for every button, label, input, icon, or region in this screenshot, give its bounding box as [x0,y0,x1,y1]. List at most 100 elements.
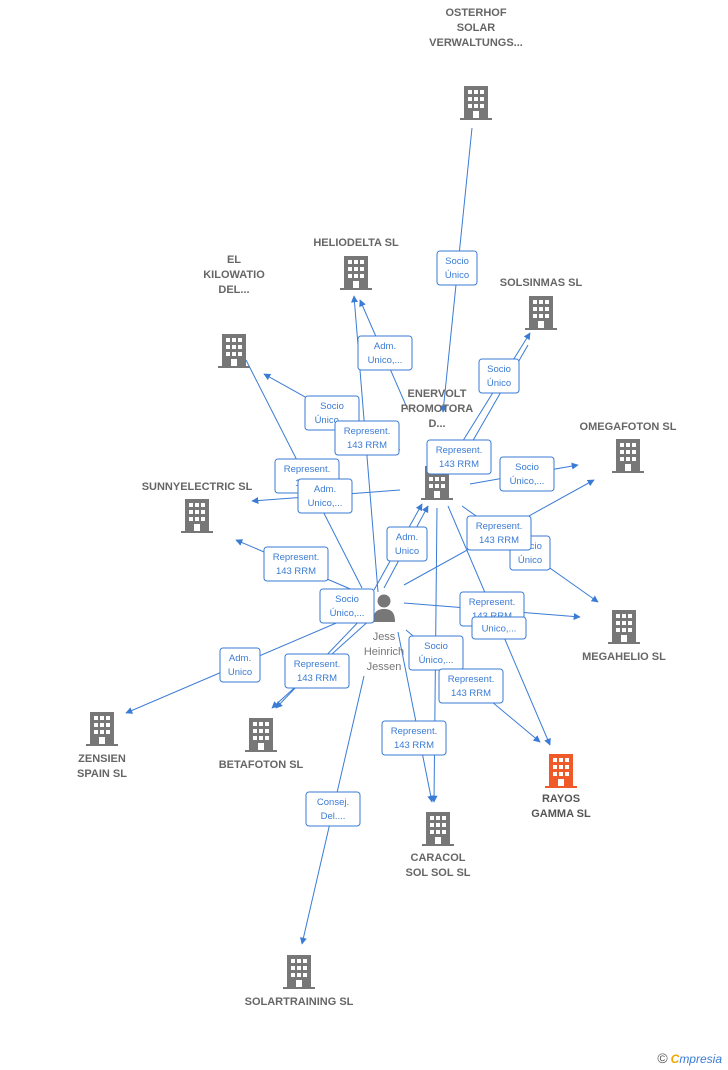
building-icon [340,256,372,290]
node-label-line: PROMOTORA [401,403,474,415]
edge-label-text: Único [518,555,542,566]
edge-label-box [219,647,261,683]
node-sunnyelectric[interactable]: SUNNYELECTRIC SL [142,481,253,533]
edge-label-text: Del.... [321,811,346,822]
edge-label-text: Socio [445,256,469,267]
node-label-line: KILOWATIO [203,269,265,281]
edge-label-text: Unico,... [368,355,403,366]
edge-label-text: Represent. [344,426,390,437]
node-solsinmas[interactable]: SOLSINMAS SL [500,277,583,330]
edge-label-box [438,668,504,704]
edge-label[interactable]: Adm. Unico,... [357,335,413,371]
node-label-line: D... [428,418,445,430]
copyright-footer: ©Cmpresia [657,1050,722,1066]
edge-label[interactable]: Represent.143 RRM [466,515,532,551]
edge-label-text: Unico,... [308,498,343,509]
node-label-line: SUNNYELECTRIC SL [142,481,253,493]
edge-label-text: Adm. [374,341,396,352]
edge-label-text: Consej. [317,797,349,808]
edge-label[interactable]: SocioÚnico,... [408,635,464,671]
building-icon [181,499,213,533]
node-label-line: SOLSINMAS SL [500,277,583,289]
edge-label-box [426,439,492,475]
edge-label[interactable]: Adm.Unico [219,647,261,683]
edge-label-text: 143 RRM [394,740,434,751]
node-heliodelta[interactable]: HELIODELTA SL [313,237,399,290]
building-icon [245,718,277,752]
edge-label[interactable]: Represent.143 RRM [263,546,329,582]
node-label-line: OSTERHOF [445,7,506,19]
node-megahelio[interactable]: MEGAHELIO SL [582,610,666,663]
node-label-line: VERWALTUNGS... [429,37,523,49]
edge-label-text: Único [445,270,469,281]
node-label-line: CARACOL [411,852,466,864]
node-label-line: SOLARTRAINING SL [245,996,354,1008]
edge-label-text: Adm. [229,653,251,664]
edge-label[interactable]: Represent.143 RRM [426,439,492,475]
node-solartraining[interactable]: SOLARTRAINING SL [245,955,354,1008]
edge-label-text: Socio [487,364,511,375]
node-kilowatio[interactable]: ELKILOWATIODEL... [203,254,265,368]
node-omegafoton[interactable]: OMEGAFOTON SL [580,421,677,473]
edge-label-box [357,335,413,371]
node-label-line: SOL SOL SL [406,867,471,879]
edge-label[interactable]: Represent.143 RRM [381,720,447,756]
edge-label-text: Único,... [419,655,454,666]
edge-label-text: Socio [515,462,539,473]
node-label-line: RAYOS [542,793,580,805]
edge-label[interactable]: Represent. 143 RRM [438,668,504,704]
edge-label[interactable]: SocioÚnico,... [499,456,555,492]
edge-label[interactable]: Consej. Del.... [305,791,361,827]
edge-label-text: Unico [395,546,419,557]
building-icon [525,296,557,330]
node-label-line: ZENSIEN [78,753,126,765]
edge-label[interactable]: SocioÚnico,... [319,588,375,624]
edge-label-text: Socio [424,641,448,652]
node-betafoton[interactable]: BETAFOTON SL [219,718,304,771]
node-label-line: OMEGAFOTON SL [580,421,677,433]
building-icon [86,712,118,746]
edge-label[interactable]: Unico,... [471,616,527,640]
edge-label-text: Represent. [448,674,494,685]
edge-label[interactable]: Adm.Unico [386,526,428,562]
edge-label-text: 143 RRM [297,673,337,684]
edge-label-box [386,526,428,562]
edge-label-text: Adm. [314,484,336,495]
building-icon [608,610,640,644]
node-label-line: BETAFOTON SL [219,759,304,771]
edge-label-text: Único,... [315,415,350,426]
edge-label[interactable]: Represent.143 RRM [334,420,400,456]
node-caracol[interactable]: CARACOL SOL SOL SL [406,812,471,879]
edge-label-box [284,653,350,689]
edge-label-text: Represent. [436,445,482,456]
node-zensien[interactable]: ZENSIEN SPAIN SL [77,712,127,780]
edge-label-text: Socio [335,594,359,605]
node-label-line: Heinrich [364,646,404,658]
edge-label-text: 143 RRM [451,688,491,699]
node-enervolt[interactable]: ENERVOLTPROMOTORAD... [401,388,474,500]
building-icon [422,812,454,846]
edge-label-text: Único,... [510,476,545,487]
edge-label[interactable]: Represent.143 RRM [284,653,350,689]
edge-label[interactable]: Adm. Unico,... [297,478,353,514]
edge-label-box [334,420,400,456]
node-osterhof[interactable]: OSTERHOFSOLARVERWALTUNGS... [429,7,523,120]
edge-label-box [297,478,353,514]
node-label-line: Jessen [367,661,402,673]
node-label-line: SPAIN SL [77,768,127,780]
building-icon [218,334,250,368]
edge-label-box [408,635,464,671]
edge-label-text: Unico,... [482,624,517,635]
edge-label-text: Represent. [273,552,319,563]
edge-label-text: Represent. [284,464,330,475]
node-label-line: EL [227,254,241,266]
building-icon [283,955,315,989]
edge-labels-layer: SocioÚnicoAdm.Unico,...SocioÚnicoSocioÚn… [219,250,555,827]
copyright-symbol: © [657,1050,668,1066]
